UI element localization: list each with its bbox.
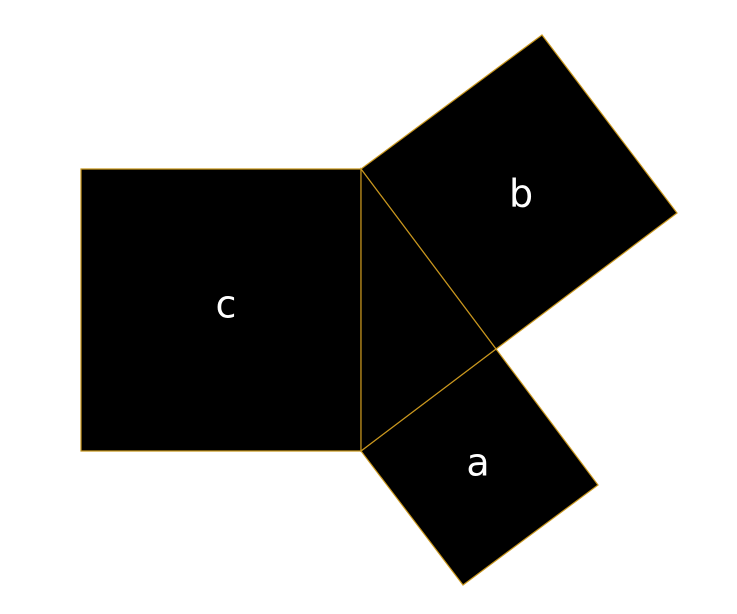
label-a: a xyxy=(466,441,489,485)
label-c: c xyxy=(216,283,237,327)
label-b: b xyxy=(509,172,533,216)
right-triangle xyxy=(360,167,497,453)
